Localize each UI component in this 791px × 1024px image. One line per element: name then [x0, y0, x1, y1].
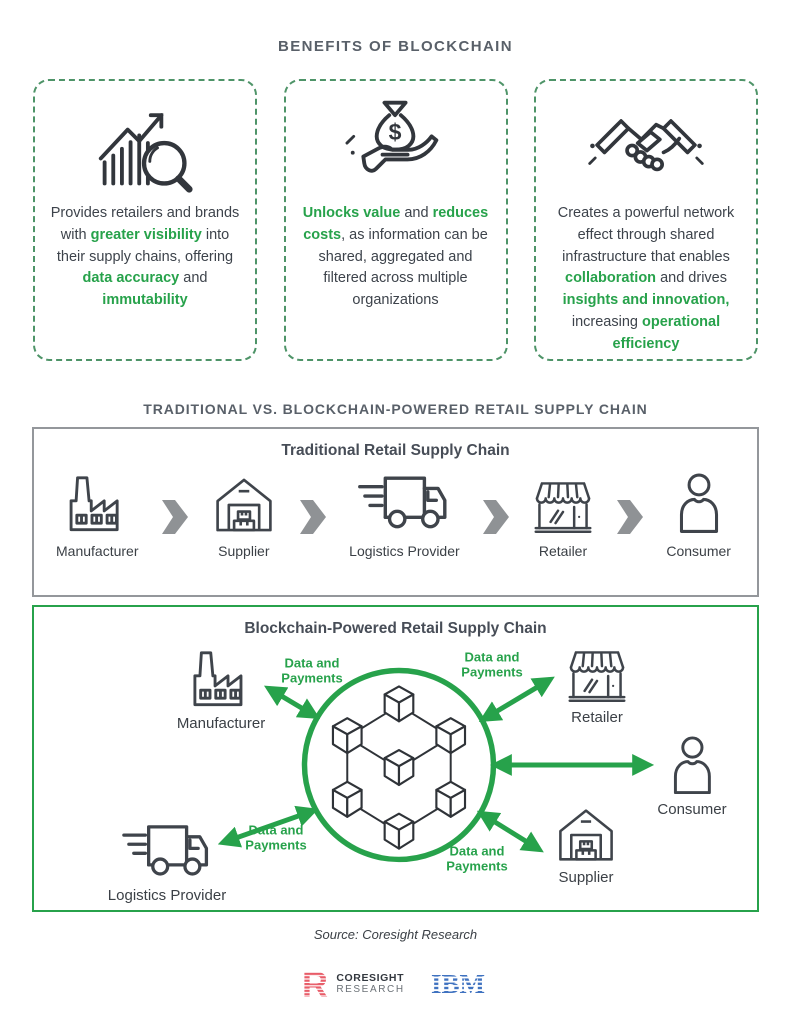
coresight-research-logo: R CORESIGHT RESEARCH — [300, 966, 404, 1002]
traditional-chain-row: Manufacturer Supplier Logistics Provider — [34, 460, 757, 559]
blockchain-entity-manufacturer: Manufacturer — [177, 645, 265, 732]
logos-row: R CORESIGHT RESEARCH IBM — [0, 966, 791, 1002]
truck-icon — [356, 466, 452, 536]
blockchain-entity-consumer: Consumer — [657, 735, 727, 818]
entity-label: Retailer — [571, 709, 623, 726]
entity-label: Supplier — [558, 869, 614, 886]
traditional-entity-manufacturer: Manufacturer — [56, 466, 138, 559]
data-payment-arrows — [217, 676, 655, 853]
traditional-supply-chain-panel: Traditional Retail Supply Chain Manufact… — [32, 427, 759, 597]
entity-label: Supplier — [218, 543, 270, 559]
ibm-logo: IBM — [431, 970, 485, 998]
warehouse-icon — [554, 805, 618, 865]
arrow-manufacturer — [264, 685, 321, 720]
benefit-cards: Provides retailers and brands with great… — [33, 79, 758, 361]
data-payments-label-manufacturer: Data and Payments — [281, 655, 343, 686]
benefit-card-text: Unlocks value and reduces costs, as info… — [302, 205, 489, 308]
benefit-card-text: Creates a powerful network effect throug… — [557, 205, 735, 352]
coresight-logo-line1: CORESIGHT — [336, 972, 405, 985]
person-icon — [672, 466, 726, 536]
factory-icon — [185, 645, 257, 711]
data-payments-label-supplier: Data and Payments — [446, 843, 508, 874]
data-payments-label-retailer: Data and Payments — [461, 649, 523, 680]
coresight-monogram-icon: R — [302, 966, 328, 1002]
storefront-icon — [566, 647, 628, 705]
arrow-retailer — [478, 676, 555, 723]
entity-label: Manufacturer — [176, 715, 266, 732]
benefit-card-network: Creates a powerful network effect throug… — [534, 79, 758, 361]
arrow-right-icon — [482, 500, 509, 539]
arrow-logistics — [217, 805, 319, 848]
entity-label: Logistics Provider — [349, 543, 460, 559]
entity-label: Consumer — [657, 801, 727, 818]
traditional-entity-consumer: Consumer — [666, 466, 731, 559]
entity-label: Consumer — [666, 543, 731, 559]
source-credit: Source: Coresight Research — [313, 927, 478, 942]
person-icon — [666, 735, 718, 797]
traditional-entity-retailer: Retailer — [532, 466, 594, 559]
chart-magnifier-icon — [48, 93, 242, 197]
svg-text:IBM: IBM — [431, 970, 485, 998]
blockchain-entity-logistics: Logistics Provider — [108, 819, 226, 904]
benefit-card-value: Unlocks value and reduces costs, as info… — [283, 79, 508, 361]
factory-icon — [61, 466, 133, 536]
data-payments-label-logistics: Data and Payments — [245, 822, 307, 853]
blockchain-entity-supplier: Supplier — [554, 805, 618, 886]
handshake-icon — [549, 93, 743, 197]
blockchain-panel-title: Blockchain-Powered Retail Supply Chain — [244, 620, 547, 637]
warehouse-icon — [211, 466, 277, 536]
entity-label: Manufacturer — [56, 543, 139, 559]
section-title: TRADITIONAL VS. BLOCKCHAIN-POWERED RETAI… — [143, 401, 648, 417]
svg-text:R: R — [302, 966, 328, 1002]
traditional-entity-supplier: Supplier — [211, 466, 277, 559]
blockchain-entity-retailer: Retailer — [566, 647, 628, 726]
page-title: BENEFITS OF BLOCKCHAIN — [278, 38, 513, 55]
arrow-supplier — [476, 810, 544, 853]
benefit-card-text: Provides retailers and brands with great… — [50, 205, 240, 308]
traditional-entity-logistics: Logistics Provider — [349, 466, 460, 559]
arrow-right-icon — [300, 500, 326, 539]
benefit-card-visibility: Provides retailers and brands with great… — [33, 79, 257, 361]
blockchain-network-diagram — [217, 667, 655, 863]
entity-label: Logistics Provider — [107, 887, 227, 904]
coresight-logo-line2: RESEARCH — [336, 984, 405, 996]
arrow-right-icon — [617, 500, 644, 539]
entity-label: Retailer — [538, 543, 588, 559]
blockchain-supply-chain-panel: Blockchain-Powered Retail Supply Chain M… — [32, 605, 759, 912]
money-bag-hand-icon — [299, 93, 493, 197]
traditional-panel-title: Traditional Retail Supply Chain — [281, 442, 510, 459]
truck-icon — [120, 819, 214, 883]
storefront-icon — [532, 466, 594, 536]
arrow-right-icon — [161, 500, 188, 539]
